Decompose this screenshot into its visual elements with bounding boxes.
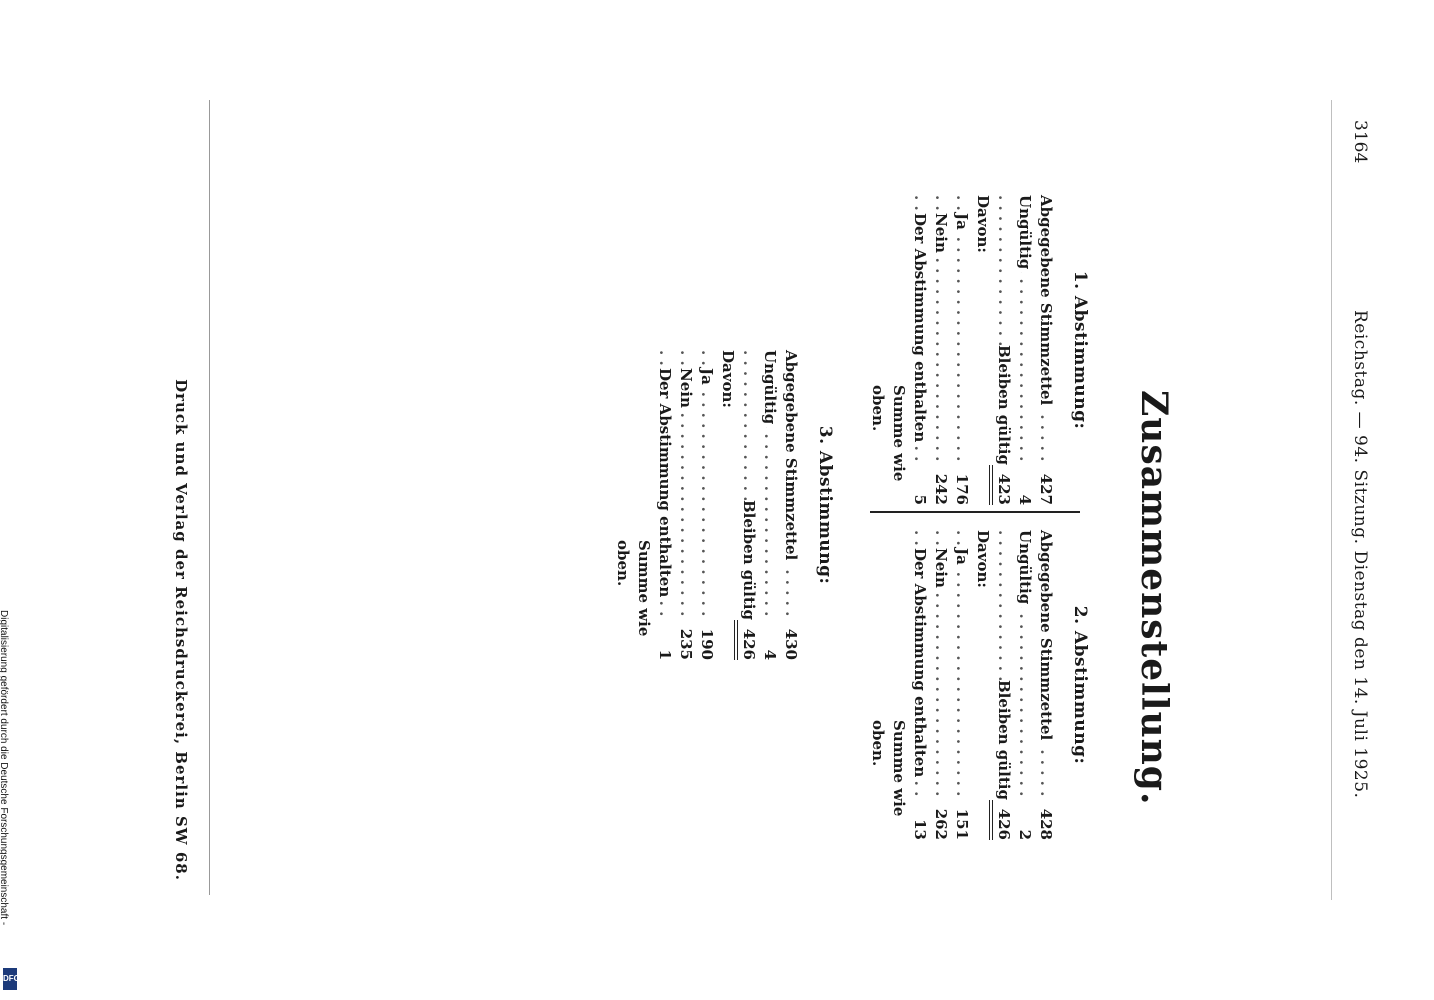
row-label: Summe wie oben.	[867, 385, 909, 505]
vote-row-gueltig_label: . . . . . . . . . . . . . . . . . . . . …	[734, 350, 759, 660]
row-label: Ja	[696, 368, 717, 388]
row-value: 427	[1035, 465, 1056, 505]
digitization-text: Digitalisierung gefördert durch die Deut…	[0, 610, 9, 925]
row-value: 190	[696, 620, 717, 660]
row-value: 4	[1013, 465, 1035, 505]
row-label: Nein	[930, 213, 951, 256]
vote-row-summe_label: Summe wie oben.	[867, 530, 909, 840]
footer-rule	[209, 100, 210, 895]
row-value: 176	[951, 465, 972, 505]
vote-row-ungueltig_label: . . . . . . . . . . . . . . . . . . . . …	[1013, 530, 1035, 840]
row-label: Davon:	[717, 350, 738, 411]
vote-title: 2. Abstimmung:	[1070, 605, 1090, 765]
row-label: Davon:	[972, 195, 993, 256]
running-header: 3164 Reichstag. — 94. Sitzung. Dienstag …	[1340, 120, 1380, 900]
vote-row-davon_label: Davon:	[717, 350, 738, 660]
row-label: Ja	[951, 548, 972, 568]
rotated-document-page: 3164 Reichstag. — 94. Sitzung. Dienstag …	[140, 100, 1380, 920]
row-value: 5	[908, 465, 930, 505]
row-label: Ungültig	[759, 350, 780, 428]
document-title: Zusammenstellung.	[1133, 390, 1175, 806]
vote-row-summe_label: Summe wie oben.	[612, 350, 654, 660]
vote-row-enthalten_label: . . . . . . . . . . . . . . . . . . . . …	[908, 195, 930, 505]
vote-row-nein_label: . . . . . . . . . . . . . . . . . . . . …	[675, 350, 696, 660]
vote-row-ja_label: . . . . . . . . . . . . . . . . . . . . …	[951, 530, 972, 840]
imprint: Druck und Verlag der Reichsdruckerei, Be…	[172, 379, 190, 881]
row-label: Bleiben gültig	[993, 680, 1014, 803]
vote-row-ja_label: . . . . . . . . . . . . . . . . . . . . …	[696, 350, 717, 660]
row-value: 242	[930, 465, 951, 505]
row-label: Nein	[930, 548, 951, 591]
row-label: Summe wie oben.	[612, 540, 654, 660]
running-title: Reichstag. — 94. Sitzung. Dienstag den 1…	[1350, 310, 1370, 799]
vote-row-nein_label: . . . . . . . . . . . . . . . . . . . . …	[930, 530, 951, 840]
dfg-logo: DFG	[3, 968, 20, 990]
vote-block-2: 2. Abstimmung: . . . . . . . . . . . . .…	[867, 530, 1090, 840]
vote-block-3: 3. Abstimmung: . . . . . . . . . . . . .…	[612, 350, 835, 660]
row-label: Ungültig	[1014, 530, 1035, 608]
row-value: 430	[780, 620, 801, 660]
vote-row-abgegeben_label: . . . . . . . . . . . . . . . . . . . . …	[780, 350, 801, 660]
vote-title: 1. Abstimmung:	[1070, 270, 1090, 430]
vote-row-gueltig_label: . . . . . . . . . . . . . . . . . . . . …	[989, 195, 1014, 505]
row-label: Abgegebene Stimmzettel	[1035, 195, 1056, 409]
header-rule	[1331, 100, 1332, 900]
vote-row-enthalten_label: . . . . . . . . . . . . . . . . . . . . …	[653, 350, 675, 660]
row-value: 4	[758, 620, 780, 660]
row-label: Summe wie oben.	[867, 720, 909, 840]
row-label: Abgegebene Stimmzettel	[1035, 530, 1056, 744]
row-label: Bleiben gültig	[738, 500, 759, 623]
row-label: Der Abstimmung enthalten	[909, 548, 930, 781]
vote-row-davon_label: Davon:	[972, 195, 993, 505]
row-label: Der Abstimmung enthalten	[909, 213, 930, 446]
row-label: Ja	[951, 213, 972, 233]
digitization-note: Digitalisierung gefördert durch die Deut…	[0, 0, 22, 1000]
vote-row-ungueltig_label: . . . . . . . . . . . . . . . . . . . . …	[758, 350, 780, 660]
row-label: Abgegebene Stimmzettel	[780, 350, 801, 564]
vote-row-abgegeben_label: . . . . . . . . . . . . . . . . . . . . …	[1035, 195, 1056, 505]
row-label: Bleiben gültig	[993, 345, 1014, 468]
vote-row-enthalten_label: . . . . . . . . . . . . . . . . . . . . …	[908, 530, 930, 840]
row-label: Der Abstimmung enthalten	[654, 368, 675, 601]
vote-row-ungueltig_label: . . . . . . . . . . . . . . . . . . . . …	[1013, 195, 1035, 505]
row-label: Davon:	[972, 530, 993, 591]
vote-block-1: 1. Abstimmung: . . . . . . . . . . . . .…	[867, 195, 1090, 505]
leader-dots: . . . . . . . . . . . . . . . . . . . . …	[953, 195, 971, 461]
vote-row-abgegeben_label: . . . . . . . . . . . . . . . . . . . . …	[1035, 530, 1056, 840]
row-value: 262	[930, 800, 951, 840]
row-value: 428	[1035, 800, 1056, 840]
vote-title: 3. Abstimmung:	[815, 425, 835, 585]
row-label: Ungültig	[1014, 195, 1035, 273]
leader-dots: . . . . . . . . . . . . . . . . . . . . …	[953, 530, 971, 796]
row-value: 151	[951, 800, 972, 840]
row-value: 2	[1013, 800, 1035, 840]
vote-row-davon_label: Davon:	[972, 530, 993, 840]
page-number: 3164	[1350, 120, 1370, 164]
vote-row-summe_label: Summe wie oben.	[867, 195, 909, 505]
vote-row-nein_label: . . . . . . . . . . . . . . . . . . . . …	[930, 195, 951, 505]
vote-row-ja_label: . . . . . . . . . . . . . . . . . . . . …	[951, 195, 972, 505]
row-label: Nein	[675, 368, 696, 411]
row-value: 235	[675, 620, 696, 660]
row-value: 13	[908, 800, 930, 840]
column-divider	[870, 511, 1080, 513]
row-value: 1	[653, 620, 675, 660]
leader-dots: . . . . . . . . . . . . . . . . . . . . …	[698, 350, 716, 616]
vote-row-gueltig_label: . . . . . . . . . . . . . . . . . . . . …	[989, 530, 1014, 840]
